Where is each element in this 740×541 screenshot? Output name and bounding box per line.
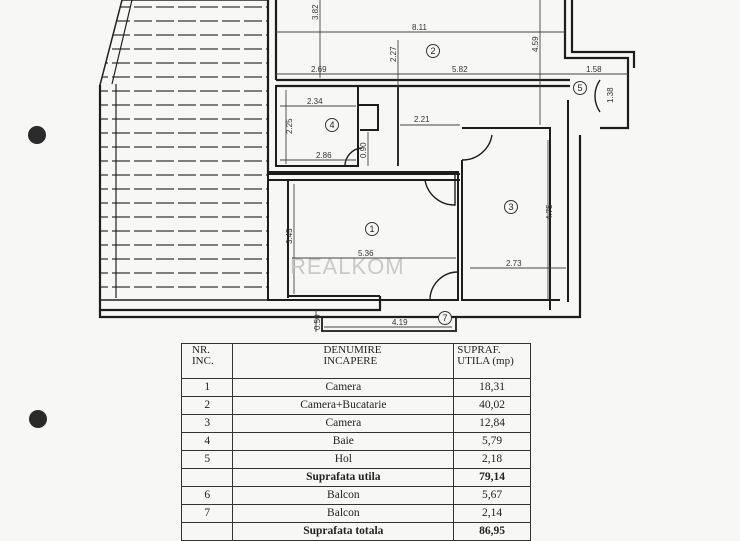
- dim-label-4-75: 4.75: [545, 204, 554, 220]
- row-area: 5,79: [453, 432, 531, 451]
- row-name: Balcon: [232, 486, 455, 505]
- room-4-walls: [275, 85, 399, 167]
- row-area: 5,67: [453, 486, 531, 505]
- row-name: Baie: [232, 432, 455, 451]
- dim-label-5-36: 5.36: [358, 249, 374, 258]
- dim-label-5-82: 5.82: [452, 65, 468, 74]
- row-area: 2,14: [453, 504, 531, 523]
- dim-label-2-25: 2.25: [285, 118, 294, 134]
- watermark: REALKOM: [290, 254, 405, 279]
- table-header-row: NR. INC. DENUMIRE INCAPERE SUPRAF. UTILA…: [180, 343, 531, 379]
- table-subtotal-row: Suprafata utila 79,14: [180, 468, 531, 487]
- dim-label-4-59: 4.59: [531, 36, 540, 52]
- row-nr: 7: [180, 504, 234, 523]
- room-number-markers: 1 2 3 4 5 7: [325, 44, 587, 325]
- floor-plan: 3.82 8.11 2.27 4.59 2.69 5.82 1.58 1.38 …: [98, 0, 636, 332]
- room-marker-2: 2: [426, 44, 440, 58]
- row-nr: 6: [180, 486, 234, 505]
- row-name: Hol: [232, 450, 455, 469]
- dim-label-2-34: 2.34: [307, 97, 323, 106]
- dim-label-2-27: 2.27: [389, 46, 398, 62]
- room-marker-4: 4: [325, 118, 339, 132]
- row-nr: 3: [180, 414, 234, 433]
- door-swings: [344, 79, 601, 301]
- svg-text:2: 2: [430, 46, 435, 56]
- svg-text:5: 5: [577, 83, 582, 93]
- table-row: 1 Camera 18,31: [180, 378, 531, 397]
- dim-label-8-11: 8.11: [412, 23, 428, 32]
- svg-text:3: 3: [508, 202, 513, 212]
- row-name: Suprafata utila: [232, 468, 455, 487]
- svg-text:1: 1: [369, 224, 374, 234]
- svg-text:7: 7: [442, 313, 447, 323]
- punch-hole-bottom: [29, 410, 47, 428]
- header-area: SUPRAF. UTILA (mp): [453, 343, 531, 379]
- table-row: 2 Camera+Bucatarie 40,02: [180, 396, 531, 415]
- table-total-row: Suprafata totala 86,95: [180, 522, 531, 541]
- room-area-table: NR. INC. DENUMIRE INCAPERE SUPRAF. UTILA…: [180, 343, 531, 541]
- row-nr: 1: [180, 378, 234, 397]
- dimension-lines: [276, 0, 628, 332]
- row-nr: [180, 522, 234, 541]
- row-name: Camera: [232, 378, 455, 397]
- dim-label-0-50: 0.50: [313, 314, 322, 330]
- room-1-walls: [267, 171, 459, 301]
- row-name: Camera+Bucatarie: [232, 396, 455, 415]
- dim-label-2-73: 2.73: [506, 259, 522, 268]
- row-name: Suprafata totala: [232, 522, 455, 541]
- row-name: Balcon: [232, 504, 455, 523]
- row-area: 18,31: [453, 378, 531, 397]
- table-row: 4 Baie 5,79: [180, 432, 531, 451]
- row-area: 40,02: [453, 396, 531, 415]
- balcony-7-walls: [321, 316, 457, 332]
- table-row: 7 Balcon 2,14: [180, 504, 531, 523]
- row-area: 2,18: [453, 450, 531, 469]
- row-area: 79,14: [453, 468, 531, 487]
- row-area: 12,84: [453, 414, 531, 433]
- row-nr: 2: [180, 396, 234, 415]
- table-row: 6 Balcon 5,67: [180, 486, 531, 505]
- room-marker-7: 7: [438, 311, 452, 325]
- header-name: DENUMIRE INCAPERE: [232, 343, 455, 379]
- row-name: Camera: [232, 414, 455, 433]
- dim-label-2-86: 2.86: [316, 151, 332, 160]
- dimension-labels: 3.82 8.11 2.27 4.59 2.69 5.82 1.58 1.38 …: [285, 4, 615, 330]
- row-nr: [180, 468, 234, 487]
- header-nr: NR. INC.: [180, 343, 234, 379]
- room-3-walls: [461, 100, 569, 310]
- room-marker-1: 1: [365, 222, 379, 236]
- room-marker-3: 3: [504, 200, 518, 214]
- dim-label-2-69: 2.69: [311, 65, 327, 74]
- balcony-6-hatched-area: [99, 0, 269, 301]
- dim-label-3-82: 3.82: [311, 4, 320, 20]
- dim-label-1-38: 1.38: [606, 87, 615, 103]
- dim-label-4-19: 4.19: [392, 318, 408, 327]
- dim-label-2-21: 2.21: [414, 115, 430, 124]
- row-nr: 4: [180, 432, 234, 451]
- row-area: 86,95: [453, 522, 531, 541]
- dim-label-1-58: 1.58: [586, 65, 602, 74]
- dim-label-3-45: 3.45: [285, 228, 294, 244]
- dim-label-0-90: 0.90: [359, 142, 368, 158]
- punch-hole-top: [28, 126, 46, 144]
- table-row: 5 Hol 2,18: [180, 450, 531, 469]
- room-marker-5: 5: [573, 81, 587, 95]
- row-nr: 5: [180, 450, 234, 469]
- svg-text:4: 4: [329, 120, 334, 130]
- table-row: 3 Camera 12,84: [180, 414, 531, 433]
